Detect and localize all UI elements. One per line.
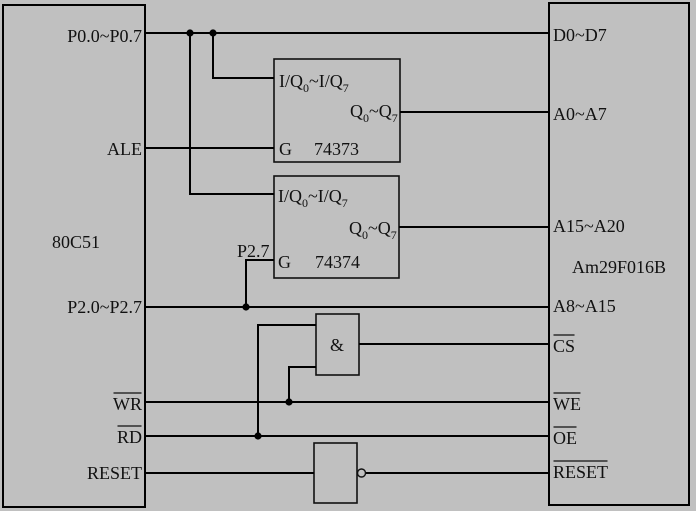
latch-74373-g-pin-label: G (279, 139, 292, 159)
mcu-pin-wr-label: WR (113, 394, 142, 414)
text-part: ~Q (369, 101, 392, 121)
latch-74374-block (273, 175, 400, 279)
junction-dot (285, 398, 293, 406)
flash-pin-data-label: D0~D7 (553, 25, 607, 45)
latch-74374-name-label: 74374 (315, 252, 360, 272)
mcu-80c51-block (2, 4, 146, 508)
subscript: 7 (343, 81, 349, 95)
active-low-overlines (113, 334, 608, 462)
subscript: 0 (362, 228, 368, 242)
wire-p0-to-74374 (189, 33, 274, 195)
mcu-pin-reset-label: RESET (87, 463, 142, 483)
subscript: 0 (303, 81, 309, 95)
latch-74374-g-pin-label: G (278, 252, 291, 272)
not-gate (313, 442, 358, 504)
flash-pin-addr-high-label: A15~A20 (553, 216, 625, 236)
latch-74374-output-label: Q0~Q7 (349, 218, 397, 242)
subscript: 0 (363, 111, 369, 125)
flash-pin-oe-label: OE (553, 428, 577, 448)
text-part: ~Q (368, 218, 391, 238)
text-part: I/Q (279, 71, 303, 91)
latch-74374-input-label: I/Q0~I/Q7 (278, 186, 348, 210)
flash-pin-addr-mid-label: A8~A15 (553, 296, 616, 316)
flash-pin-cs-label: CS (553, 336, 575, 356)
junction-dot (186, 29, 194, 37)
wire-rd-to-and (257, 324, 316, 436)
flash-name-label: Am29F016B (572, 257, 666, 277)
text-part: ~I/Q (308, 186, 342, 206)
subscript: 7 (342, 196, 348, 210)
text-part: ~I/Q (309, 71, 343, 91)
latch-74373-output-label: Q0~Q7 (350, 101, 398, 125)
p27-signal-label: P2.7 (237, 241, 270, 261)
flash-pin-we-label: WE (553, 394, 581, 414)
junction-dot (209, 29, 217, 37)
mcu-pin-ale-label: ALE (107, 139, 142, 159)
flash-pin-addr-low-label: A0~A7 (553, 104, 607, 124)
text-part: I/Q (278, 186, 302, 206)
subscript: 0 (302, 196, 308, 210)
and-gate (315, 313, 360, 376)
inverter-bubble (356, 468, 367, 478)
text-part: Q (350, 101, 363, 121)
mcu-pin-p0-label: P0.0~P0.7 (67, 26, 142, 46)
latch-74373-name-label: 74373 (314, 139, 359, 159)
subscript: 7 (391, 228, 397, 242)
subscript: 7 (392, 111, 398, 125)
latch-74373-input-label: I/Q0~I/Q7 (279, 71, 349, 95)
flash-am29f016b-block (548, 2, 690, 506)
wire-p0-to-74373 (212, 33, 274, 79)
junction-dot (242, 303, 250, 311)
mcu-pin-p2-label: P2.0~P2.7 (67, 297, 142, 317)
latch-74373-block (273, 58, 401, 163)
mcu-name-label: 80C51 (52, 232, 100, 252)
flash-pin-reset-label: RESET (553, 462, 608, 482)
text-part: Q (349, 218, 362, 238)
junction-dot (254, 432, 262, 440)
wire-p27-to-74374-g (245, 259, 274, 307)
and-gate-symbol: & (330, 335, 344, 355)
mcu-pin-rd-label: RD (117, 427, 142, 447)
wire-wr-to-and (288, 366, 316, 402)
